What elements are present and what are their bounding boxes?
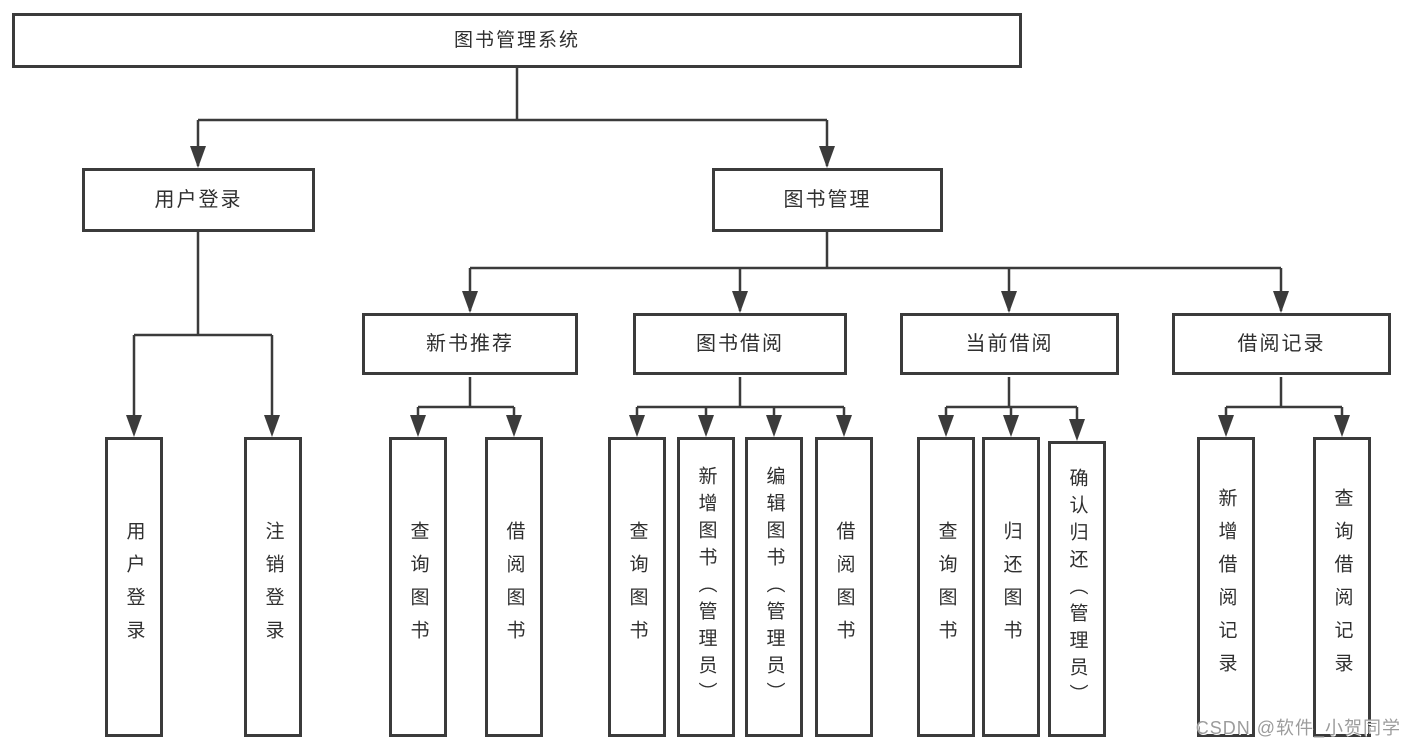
leaf-add-borrow-record: 新增借阅记录	[1197, 437, 1255, 737]
node-label: 新增图书（管理员）	[695, 465, 717, 709]
leaf-add-book-admin: 新增图书（管理员）	[677, 437, 735, 737]
connector-paths	[132, 68, 1344, 437]
node-current-borrowing: 当前借阅	[900, 313, 1119, 375]
node-label: 新增借阅记录	[1215, 488, 1237, 686]
leaf-logout: 注销登录	[244, 437, 302, 737]
node-label: 用户登录	[123, 521, 145, 653]
leaf-recommend-borrow-books: 借阅图书	[485, 437, 543, 737]
node-user-login: 用户登录	[82, 168, 315, 232]
node-label: 借阅图书	[833, 521, 855, 653]
leaf-recommend-query-books: 查询图书	[389, 437, 447, 737]
node-library-system: 图书管理系统	[12, 13, 1022, 68]
node-label: 归还图书	[1000, 521, 1022, 653]
leaf-confirm-return-admin: 确认归还（管理员）	[1048, 441, 1106, 737]
node-label: 查询图书	[935, 521, 957, 653]
leaf-borrowing-query-books: 查询图书	[608, 437, 666, 737]
node-book-borrowing: 图书借阅	[633, 313, 847, 375]
leaf-edit-book-admin: 编辑图书（管理员）	[745, 437, 803, 737]
node-label: 借阅图书	[503, 521, 525, 653]
node-label: 编辑图书（管理员）	[763, 465, 785, 709]
node-label: 用户登录	[154, 189, 243, 211]
node-label: 注销登录	[262, 521, 284, 653]
node-label: 确认归还（管理员）	[1066, 467, 1088, 711]
leaf-query-borrow-record: 查询借阅记录	[1313, 437, 1371, 737]
node-label: 借阅记录	[1237, 333, 1326, 355]
node-new-book-recommend: 新书推荐	[362, 313, 578, 375]
arrowheads	[126, 146, 1350, 441]
leaf-current-query-books: 查询图书	[917, 437, 975, 737]
node-label: 图书管理系统	[453, 30, 580, 51]
node-label: 查询借阅记录	[1331, 488, 1353, 686]
node-book-management: 图书管理	[712, 168, 943, 232]
leaf-return-books: 归还图书	[982, 437, 1040, 737]
node-borrowing-records: 借阅记录	[1172, 313, 1391, 375]
node-label: 查询图书	[626, 521, 648, 653]
csdn-watermark: CSDN @软件_小贺同学	[1195, 718, 1401, 738]
node-label: 图书管理	[783, 189, 872, 211]
node-label: 当前借阅	[965, 333, 1054, 355]
node-label: 图书借阅	[696, 333, 784, 355]
node-label: 新书推荐	[426, 333, 514, 355]
leaf-user-login: 用户登录	[105, 437, 163, 737]
leaf-borrowing-borrow-books: 借阅图书	[815, 437, 873, 737]
node-label: 查询图书	[407, 521, 429, 653]
